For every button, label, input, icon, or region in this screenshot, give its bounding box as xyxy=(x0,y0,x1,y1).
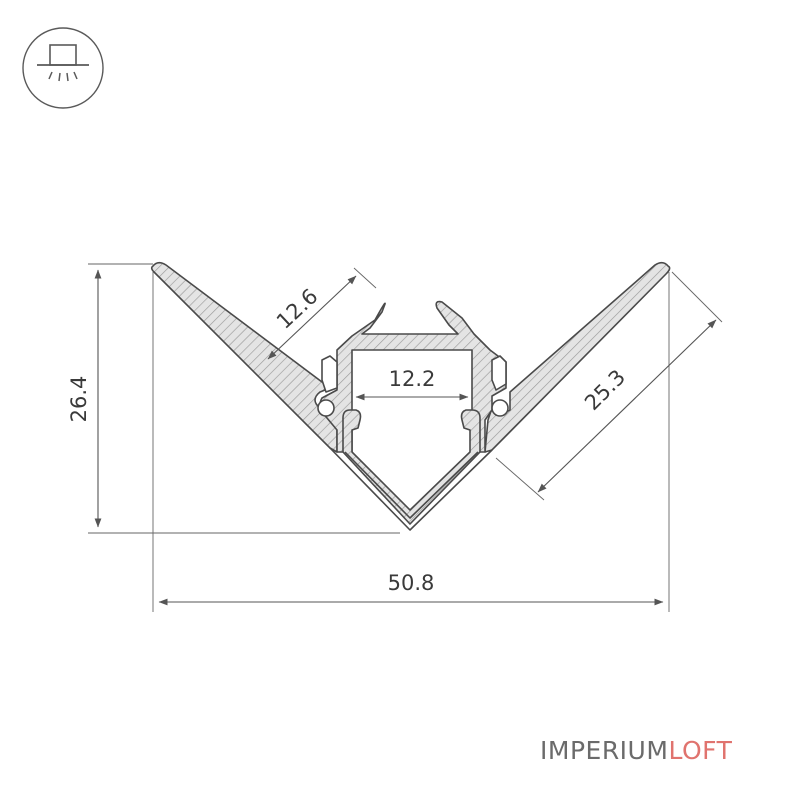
dim-height: 26.4 xyxy=(67,263,400,534)
dim-right-leg-label: 25.3 xyxy=(580,365,630,415)
brand-logo-part1: IMPERIUM xyxy=(540,736,669,765)
dim-width-label: 50.8 xyxy=(388,571,435,595)
dim-inner-width: 12.2 xyxy=(355,367,469,401)
brand-logo: IMPERIUMLOFT xyxy=(540,736,732,765)
dim-left-leg-label: 12.6 xyxy=(272,284,323,333)
dim-height-label: 26.4 xyxy=(67,376,91,423)
lens-insert xyxy=(342,409,481,525)
dim-inner-width-label: 12.2 xyxy=(389,367,436,391)
right-wing xyxy=(484,261,671,453)
ceiling-lamp-icon xyxy=(22,27,104,109)
brand-logo-part2: LOFT xyxy=(668,736,733,765)
